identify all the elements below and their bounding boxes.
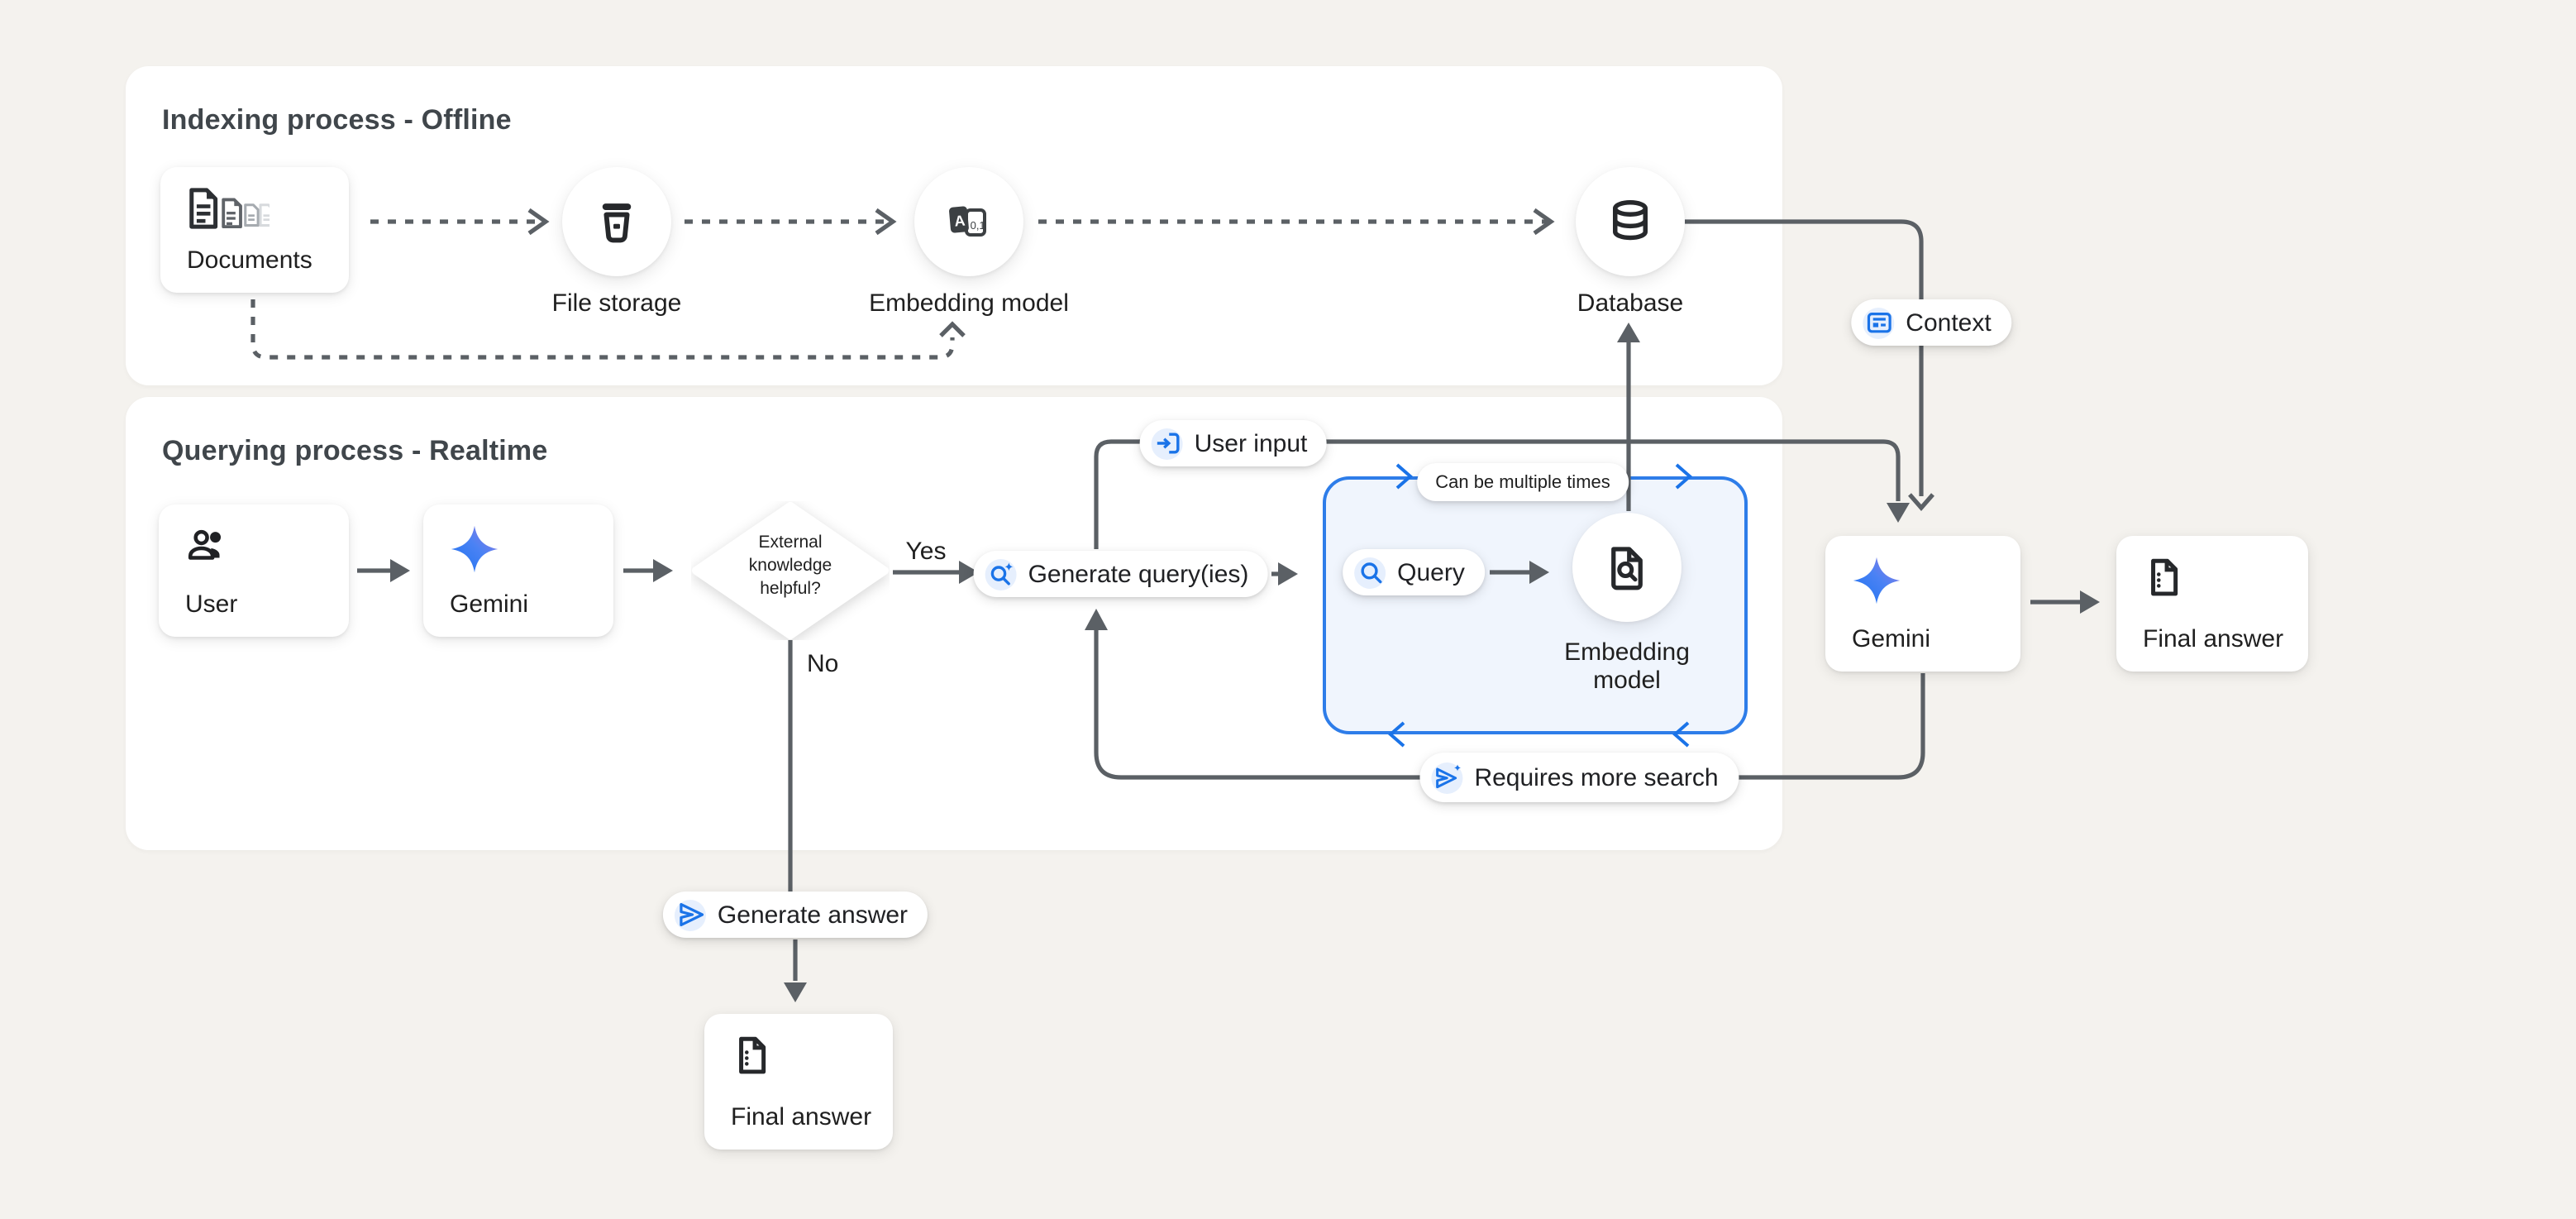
node-final-answer-right: Final answer — [2116, 536, 2308, 672]
documents-icon — [189, 188, 270, 229]
decision-diamond-text: External knowledge helpful? — [748, 533, 832, 599]
indexing-panel-title: Indexing process - Offline — [162, 104, 512, 136]
context-icon — [1863, 307, 1895, 338]
edge-label-yes: Yes — [905, 538, 947, 566]
node-gemini: Gemini — [423, 504, 613, 637]
final-answer-icon — [739, 1036, 766, 1074]
generate-answer-label: Generate answer — [717, 901, 909, 929]
embedding-icon-numbers: 0,1 — [971, 219, 985, 232]
chevron-context-into-gemini — [1908, 493, 1934, 511]
node-documents: Documents — [160, 167, 349, 293]
gemini-icon — [451, 525, 499, 573]
query-pill: Query — [1343, 549, 1485, 595]
node-embedding-model-loop — [1572, 513, 1682, 622]
embedding-icon-letter: A — [954, 213, 966, 230]
search-spark-icon — [985, 558, 1017, 590]
database-label: Database — [1577, 289, 1684, 318]
embedding-model-label: Embedding model — [869, 289, 1069, 318]
gemini-right-label: Gemini — [1852, 625, 1931, 653]
send-icon — [674, 899, 706, 930]
arrowhead-generateanswer-final — [784, 982, 807, 1002]
arrowhead-userinput-into-gemini — [1887, 503, 1910, 523]
edge-label-no: No — [807, 650, 839, 678]
user-icon — [188, 529, 222, 560]
user-label: User — [185, 590, 238, 619]
node-file-storage — [562, 167, 671, 276]
node-gemini-right: Gemini — [1825, 536, 2020, 672]
retrieval-loop-box — [1323, 476, 1748, 734]
context-pill: Context — [1851, 299, 2011, 346]
generate-queries-pill: Generate query(ies) — [973, 551, 1269, 597]
generate-queries-pill-label: Generate query(ies) — [1028, 560, 1249, 588]
login-icon — [1151, 428, 1183, 459]
user-input-pill-label: User input — [1194, 429, 1308, 457]
loop-note-pill: Can be multiple times — [1417, 463, 1629, 501]
file-storage-label: File storage — [551, 289, 682, 318]
user-input-pill: User input — [1139, 420, 1328, 466]
final-answer-icon — [2151, 558, 2178, 596]
decision-diamond — [691, 501, 890, 640]
node-database — [1576, 167, 1685, 276]
gemini-label: Gemini — [450, 590, 529, 619]
final-answer-right-label: Final answer — [2143, 625, 2284, 653]
query-pill-label: Query — [1397, 558, 1465, 586]
querying-panel-title: Querying process - Realtime — [162, 435, 548, 466]
loop-note-label: Can be multiple times — [1435, 472, 1610, 492]
node-embedding-model: 0,1 A — [914, 167, 1023, 276]
node-user: User — [159, 504, 349, 637]
send-spark-icon — [1431, 762, 1463, 793]
storage-bucket-icon — [602, 203, 632, 243]
generate-answer-pill: Generate answer — [662, 892, 928, 938]
embedding-model-icon: 0,1 A — [949, 206, 986, 237]
gemini-icon — [1853, 557, 1901, 605]
context-pill-label: Context — [1906, 308, 1992, 337]
final-answer-bottom-label: Final answer — [731, 1103, 872, 1131]
node-final-answer-bottom: Final answer — [704, 1014, 893, 1150]
search-icon — [1354, 557, 1386, 588]
embedding-model-loop-label: Embedding model — [1564, 638, 1690, 695]
documents-label: Documents — [187, 246, 312, 275]
database-icon — [1612, 199, 1648, 241]
file-search-icon — [1611, 547, 1643, 590]
requires-more-search-label: Requires more search — [1474, 763, 1719, 791]
requires-more-search-pill: Requires more search — [1419, 753, 1739, 802]
arrowhead-geminiright-final — [2080, 590, 2100, 614]
